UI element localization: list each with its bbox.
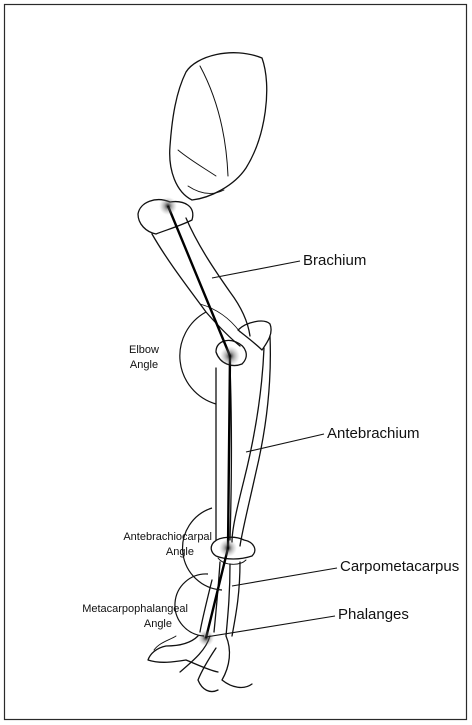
- antebrachium-leader: [246, 434, 324, 452]
- phalanx-bones: [148, 636, 252, 692]
- carpometacarpus-label: Carpometacarpus: [340, 558, 459, 575]
- carpal-joint-marker: [219, 539, 237, 557]
- antebrachiocarpal-label-line2: Angle: [78, 545, 212, 560]
- antebrachiocarpal-label-line1: Antebrachiocarpal: [78, 530, 212, 545]
- brachium-leader: [212, 261, 300, 278]
- elbow-joint-marker: [220, 346, 240, 366]
- brachium-label: Brachium: [303, 252, 366, 269]
- antebrachiocarpal-angle-label: Antebrachiocarpal Angle: [78, 530, 212, 560]
- metacarpophalangeal-label-line1: Metacarpophalangeal: [46, 602, 188, 617]
- elbow-angle-arc: [180, 312, 216, 404]
- ulna-bone: [232, 336, 270, 546]
- metacarpophalangeal-label-line2: Angle: [46, 617, 188, 632]
- elbow-angle-label-line1: Elbow: [118, 343, 170, 358]
- metacarpal-bones: [200, 562, 240, 636]
- elbow-angle-label-line2: Angle: [118, 358, 170, 373]
- phalanges-leader: [206, 616, 335, 637]
- antebrachium-label: Antebrachium: [327, 425, 420, 442]
- elbow-angle-label: Elbow Angle: [118, 343, 170, 373]
- joint-axis-line: [168, 206, 230, 638]
- carpometacarpus-leader: [232, 568, 337, 586]
- digit-joint-marker: [198, 630, 214, 646]
- shoulder-joint-marker: [159, 197, 177, 215]
- phalanges-label: Phalanges: [338, 606, 409, 623]
- metacarpophalangeal-angle-label: Metacarpophalangeal Angle: [46, 602, 188, 632]
- scapula-bone: [170, 53, 267, 200]
